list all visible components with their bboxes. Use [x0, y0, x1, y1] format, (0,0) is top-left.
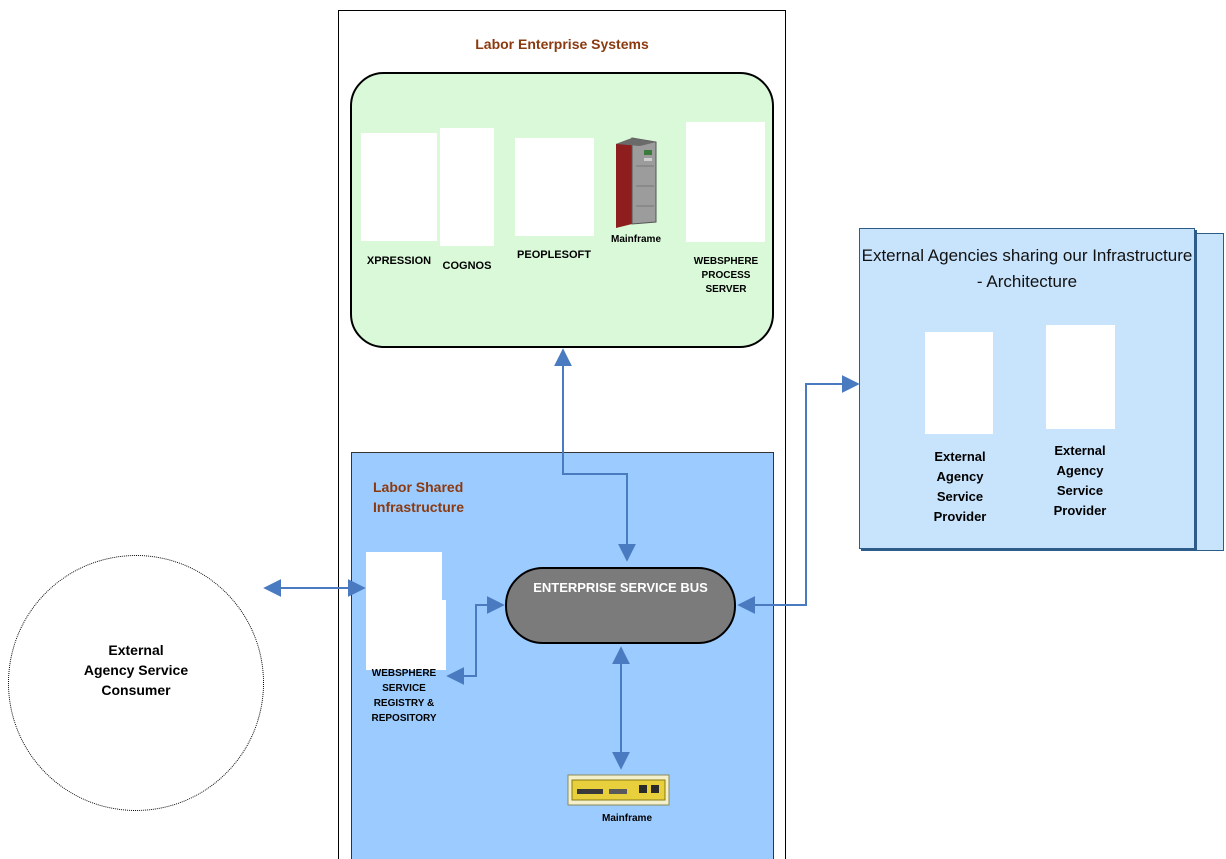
- external-provider-1-label: External Agency Service Provider: [910, 447, 1010, 527]
- cognos-label: COGNOS: [442, 260, 492, 272]
- provider-placeholder-1: [925, 332, 993, 434]
- provider-2-line-2: Agency: [1056, 463, 1104, 478]
- shared-title-line-1: Labor Shared: [373, 479, 464, 495]
- enterprise-systems-title: Labor Enterprise Systems: [475, 36, 649, 52]
- shared-mainframe-label: Mainframe: [601, 813, 652, 824]
- external-agencies-title: External Agencies sharing our Infrastruc…: [859, 243, 1195, 295]
- registry-label-line-3: REGISTRY &: [373, 698, 435, 709]
- shared-infrastructure-title: Labor Shared Infrastructure: [373, 477, 464, 517]
- websphere-process-server-placeholder: [686, 122, 765, 242]
- external-consumer-circle: [8, 555, 264, 811]
- mainframe-label: Mainframe: [610, 234, 661, 245]
- external-title-line-1: External Agencies sharing our Infrastruc…: [861, 246, 1193, 265]
- external-consumer-label: External Agency Service Consumer: [8, 640, 264, 700]
- provider-1-line-2: Agency: [936, 469, 984, 484]
- provider-placeholder-2: [1046, 325, 1115, 429]
- mainframe-appliance-icon: [567, 774, 670, 806]
- provider-2-line-1: External: [1054, 443, 1106, 458]
- external-provider-2-label: External Agency Service Provider: [1030, 441, 1130, 521]
- external-agencies-panel: [859, 228, 1195, 549]
- esb-to-enterprise-arrow: [554, 348, 636, 562]
- peoplesoft-placeholder: [515, 138, 594, 236]
- shared-title-line-2: Infrastructure: [373, 499, 465, 515]
- provider-2-line-3: Service: [1056, 483, 1104, 498]
- registry-placeholder-bottom: [366, 600, 446, 670]
- wps-label-line-1: WEBSPHERE: [693, 256, 759, 267]
- provider-2-line-4: Provider: [1053, 503, 1107, 518]
- websphere-process-server-label: WEBSPHERE PROCESS SERVER: [676, 255, 776, 297]
- cognos-placeholder: [440, 128, 494, 246]
- registry-to-esb-arrow: [446, 596, 505, 685]
- wps-label-line-3: SERVER: [705, 284, 747, 295]
- enterprise-service-bus-label: ENTERPRISE SERVICE BUS: [533, 580, 708, 595]
- external-title-line-2: - Architecture: [976, 272, 1078, 291]
- provider-1-line-4: Provider: [933, 509, 987, 524]
- xpression-label: XPRESSION: [366, 255, 432, 267]
- peoplesoft-label: PEOPLESOFT: [517, 249, 591, 261]
- registry-label-line-2: SERVICE: [382, 683, 426, 694]
- enterprise-service-bus: [505, 567, 736, 644]
- registry-label-line-1: WEBSPHERE: [371, 668, 437, 679]
- registry-label-line-4: REPOSITORY: [371, 713, 437, 724]
- mainframe-tower-icon: [610, 136, 662, 228]
- registry-placeholder-top: [366, 552, 442, 602]
- xpression-placeholder: [361, 133, 437, 241]
- consumer-label-line-2: Agency Service: [83, 662, 189, 678]
- provider-1-line-3: Service: [936, 489, 984, 504]
- service-registry-label: WEBSPHERE SERVICE REGISTRY & REPOSITORY: [360, 666, 448, 726]
- consumer-label-line-1: External: [108, 642, 164, 658]
- wps-label-line-2: PROCESS: [701, 270, 751, 281]
- esb-to-external-arrow: [737, 375, 860, 614]
- provider-1-line-1: External: [934, 449, 986, 464]
- consumer-label-line-3: Consumer: [101, 682, 171, 698]
